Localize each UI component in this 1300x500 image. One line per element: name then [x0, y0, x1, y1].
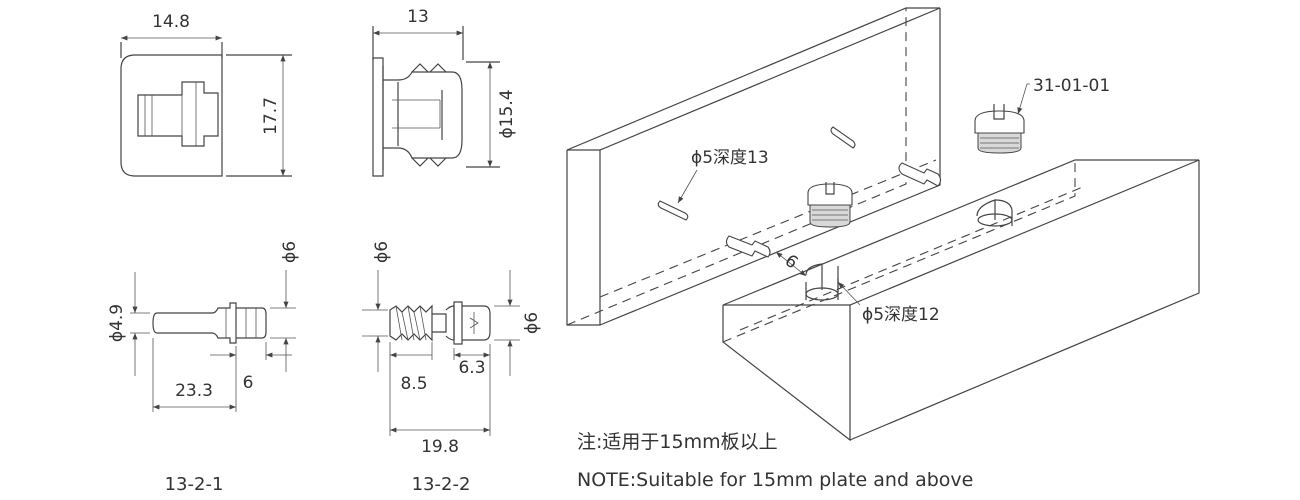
dim-screw-thread-length: 8.5	[400, 374, 427, 394]
cam-fitting-mounted	[807, 182, 853, 228]
dim-screw-head-length: 6.3	[458, 358, 485, 378]
label-hole-lower: ϕ5深度12	[862, 305, 940, 325]
note-chinese: 注:适用于15mm板以上	[577, 431, 778, 453]
dim-screw-left-diameter: ϕ6	[372, 241, 392, 263]
cap-front-view: 14.8 17.7	[120, 12, 292, 177]
assembly-view: 31-01-01 ϕ5深度13 ϕ5深度12 6	[566, 7, 1200, 442]
dim-cap-front-height: 17.7	[261, 97, 281, 135]
note-english: NOTE:Suitable for 15mm plate and above	[577, 469, 973, 491]
dim-pin-length: 23.3	[175, 381, 213, 401]
label-screw: 13-2-2	[412, 474, 471, 495]
cap-side-view: 13 ϕ15.4	[372, 7, 517, 177]
label-hole-upper: ϕ5深度13	[691, 148, 769, 168]
dowel-pin-right	[898, 162, 942, 187]
dim-cap-front-width: 14.8	[152, 12, 190, 32]
dowel-pin-left	[725, 235, 771, 258]
label-pin: 13-2-1	[165, 474, 224, 495]
dim-screw-right-diameter: ϕ6	[522, 312, 542, 334]
cam-fitting-31-01-01	[974, 104, 1025, 154]
dim-pin-head-length: 6	[243, 373, 254, 393]
screw-13-2-2: ϕ6 ϕ6 8.5 6.3 19.8 13-2-2	[362, 241, 542, 495]
dim-pin-diameter: ϕ4.9	[107, 304, 127, 342]
dim-cap-side-height: ϕ15.4	[497, 89, 517, 138]
dim-pin-head-diameter: ϕ6	[280, 241, 300, 263]
dim-cap-side-width: 13	[407, 7, 429, 27]
label-fitting-code: 31-01-01	[1033, 76, 1110, 96]
dim-screw-total-length: 19.8	[421, 437, 459, 457]
dowel-holes	[657, 126, 856, 221]
pin-13-2-1: ϕ4.9 ϕ6 23.3 6 13-2-1	[107, 241, 300, 495]
